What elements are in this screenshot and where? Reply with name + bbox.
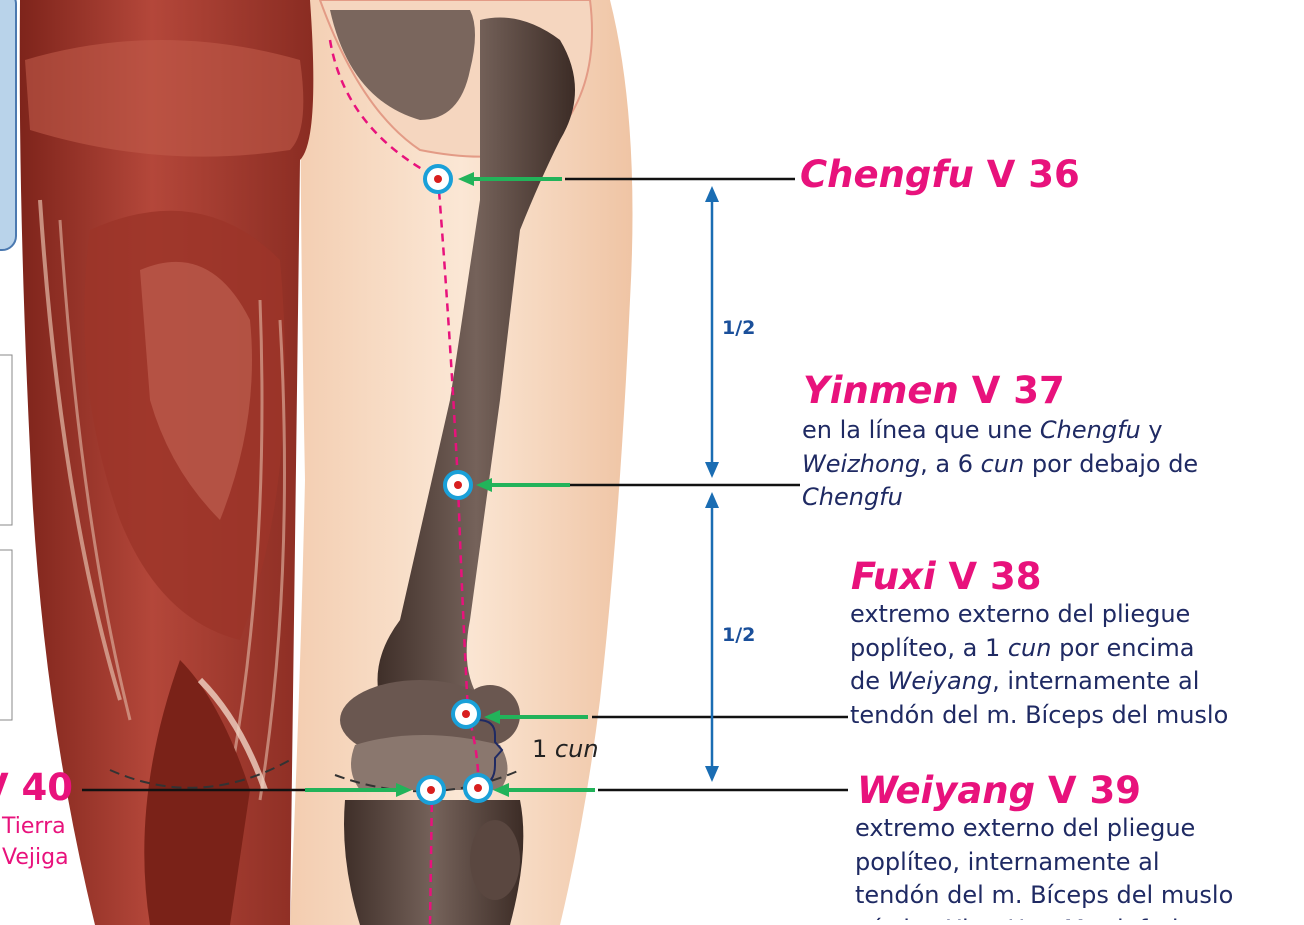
desc-run: de [850,667,888,695]
fuxi-description: extremo externo del pliegue poplíteo, a 1… [850,598,1228,732]
yinmen-code: V 37 [972,369,1065,412]
tibia-bone [344,735,523,925]
fuxi-name: Fuxi [851,555,936,598]
ratio-lower: 1/2 [722,625,755,647]
desc-run: y [1141,416,1163,444]
chengfu-code: V 36 [987,153,1080,196]
overlay-panel-mid [0,355,12,525]
desc-run: por debajo de [1024,450,1198,478]
label-weiyang: Weiyang V 39 [857,770,1141,813]
marker-fuxi [453,701,479,727]
desc-run: cun [1008,634,1052,662]
label-fuxi: Fuxi V 38 [851,556,1042,599]
marker-yinmen [445,472,471,498]
fuxi-code: V 38 [949,555,1042,598]
label-yinmen: Yinmen V 37 [803,370,1065,413]
v40-description: Tierra Vejiga [2,812,69,874]
marker-chengfu [425,166,451,192]
desc-run: tendón del m. Bíceps del muslo [850,701,1228,729]
weiyang-description: extremo externo del pliegue poplíteo, int… [855,812,1233,920]
overlay-panel-top [0,0,16,250]
desc-run: Weiyang [888,667,993,695]
desc-run: Chengfu [1040,416,1141,444]
cun-unit: cun [555,735,599,763]
desc-run: Chengfu [802,483,903,511]
desc-run: Weizhong [802,450,920,478]
desc-run: vértice Xie - He - Mar inferior [855,915,1203,920]
desc-run: poplíteo, a 1 [850,634,1008,662]
marker-weiyang [465,775,491,801]
overlay-panel-low [0,550,12,720]
desc-run: extremo externo del pliegue [850,600,1190,628]
marker-weizhong [418,777,444,803]
weiyang-name: Weiyang [857,769,1035,812]
desc-run: en la línea que une [802,416,1040,444]
cun-label: 1 cun [532,736,599,764]
desc-run: , internamente al [992,667,1199,695]
desc-run: extremo externo del pliegue [855,814,1195,842]
cun-value: 1 [532,735,547,763]
desc-run: cun [981,450,1025,478]
desc-run: tendón del m. Bíceps del muslo [855,881,1233,909]
yinmen-name: Yinmen [803,369,959,412]
desc-run: , a 6 [920,450,981,478]
v40-desc-line-2: Vejiga [2,843,69,874]
label-chengfu: Chengfu V 36 [800,154,1080,197]
v40-desc-line-1: Tierra [2,812,69,843]
chengfu-name: Chengfu [800,153,974,196]
ratio-upper: 1/2 [722,318,755,340]
desc-run: por encima [1051,634,1194,662]
label-v40: V 40 [0,767,73,810]
weiyang-code: V 39 [1048,769,1141,812]
desc-run: poplíteo, internamente al [855,848,1160,876]
